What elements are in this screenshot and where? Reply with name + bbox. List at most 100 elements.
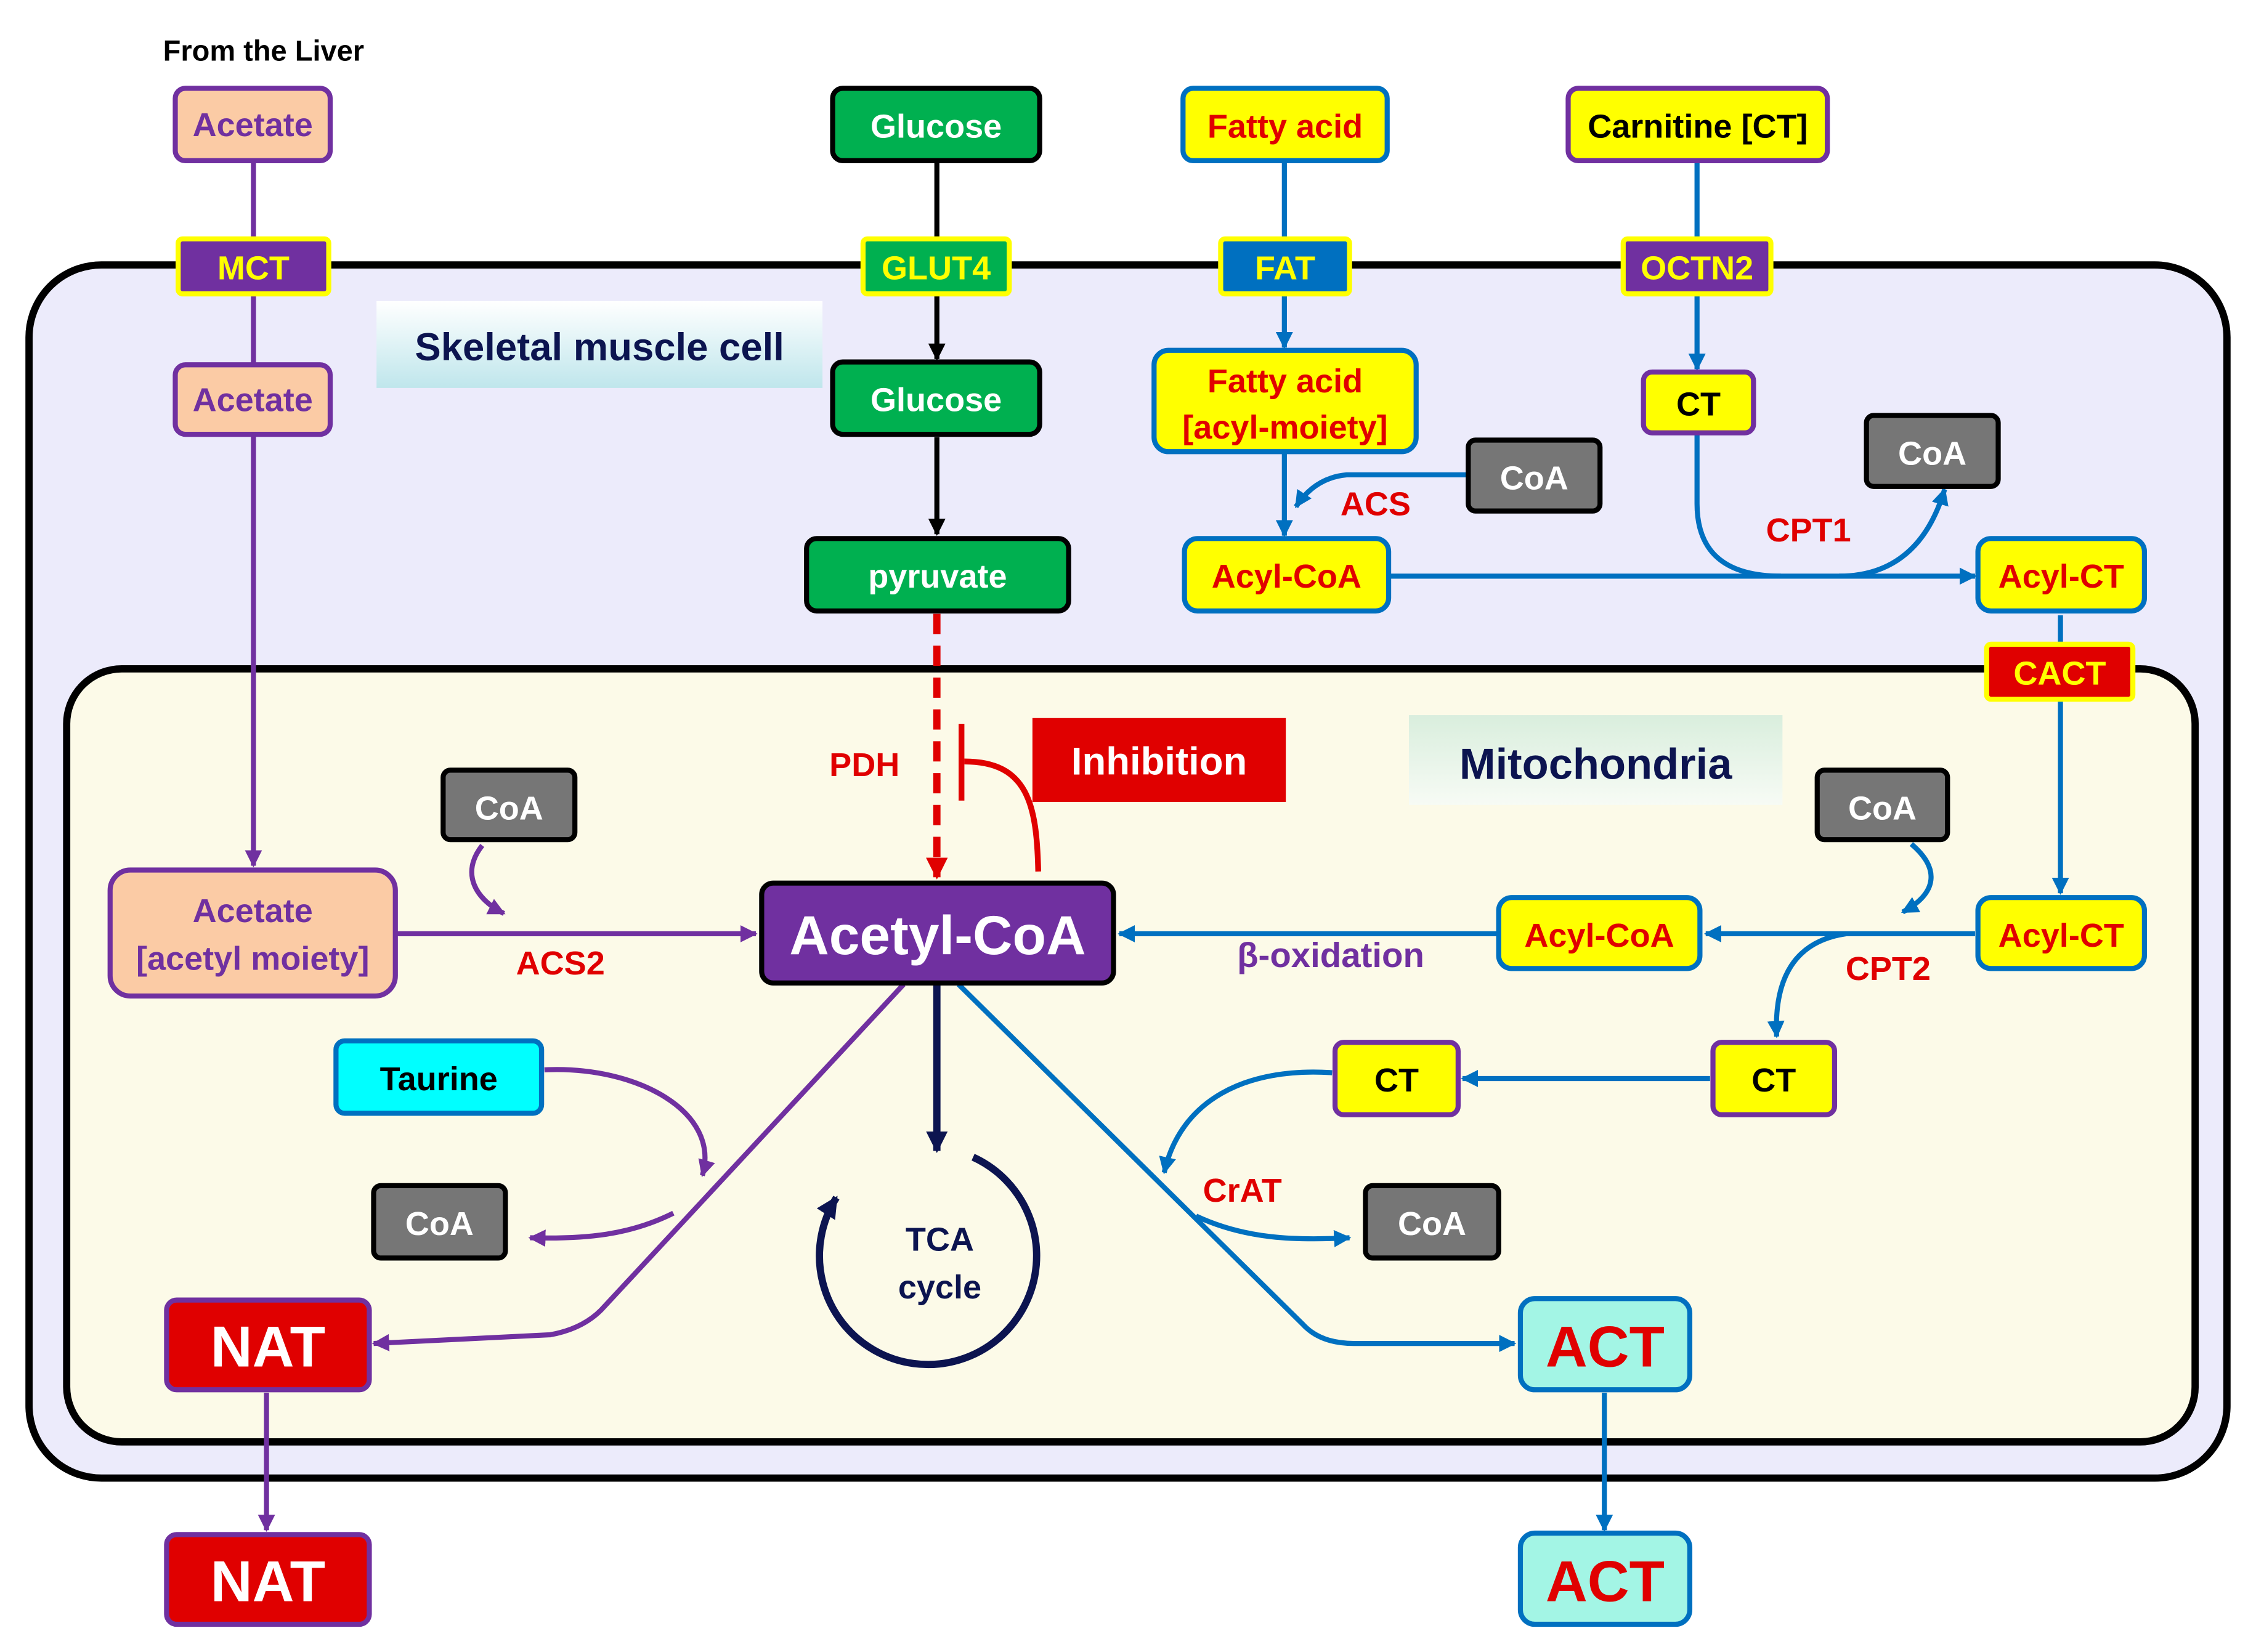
inhibition-node: Inhibition bbox=[1032, 718, 1286, 803]
fatty-acid-ext-label: Fatty acid bbox=[1207, 108, 1363, 145]
octn2-transporter: OCTN2 bbox=[1620, 236, 1774, 297]
coa-cpt1-label: CoA bbox=[1898, 435, 1966, 472]
pyruvate-node: pyruvate bbox=[804, 536, 1071, 613]
cell-label: Skeletal muscle cell bbox=[415, 326, 784, 369]
fatty-acid-cyto-node: Fatty acid [acyl-moiety] bbox=[1151, 347, 1419, 455]
acetate-ext-node: Acetate bbox=[172, 86, 333, 163]
acetate-mito-label-1: Acetate bbox=[193, 893, 313, 929]
cpt1-label: CPT1 bbox=[1766, 512, 1851, 549]
glucose-cyto-label: Glucose bbox=[870, 381, 1002, 418]
acetate-mito-label-2: [acetyl moiety] bbox=[136, 941, 369, 978]
ct-mito-left-node: CT bbox=[1332, 1040, 1461, 1117]
mitochondria-membrane bbox=[63, 665, 2199, 1446]
glut4-label: GLUT4 bbox=[882, 250, 991, 287]
edge-labels: ACS CPT1 PDH ACS2 β-oxidation CPT2 CrAT bbox=[516, 486, 1931, 1209]
octn2-label: OCTN2 bbox=[1641, 250, 1753, 287]
act-mito-label: ACT bbox=[1546, 1314, 1665, 1379]
from-liver-label: From the Liver bbox=[163, 34, 364, 67]
nat-mito-node: NAT bbox=[164, 1297, 372, 1393]
crat-label: CrAT bbox=[1203, 1172, 1282, 1209]
inhibition-curve bbox=[964, 758, 1041, 872]
acs-label: ACS bbox=[1341, 486, 1411, 523]
nat-out-node: NAT bbox=[164, 1532, 372, 1627]
glucose-cyto-node: Glucose bbox=[830, 359, 1042, 437]
act-out-node: ACT bbox=[1517, 1530, 1693, 1627]
ct-mito-right-node: CT bbox=[1710, 1040, 1838, 1117]
acetate-mito-node: Acetate [acetyl moiety] bbox=[107, 867, 398, 999]
nat-release-coa bbox=[528, 1210, 675, 1247]
cpt2-label: CPT2 bbox=[1846, 950, 1931, 987]
pyruvate-label: pyruvate bbox=[868, 558, 1007, 595]
nat-out-label: NAT bbox=[211, 1549, 325, 1613]
fat-label: FAT bbox=[1255, 250, 1315, 287]
glucose-ext-label: Glucose bbox=[870, 108, 1002, 145]
fatty-acid-cyto-label-2: [acyl-moiety] bbox=[1182, 409, 1387, 446]
acetate-cyto-node: Acetate bbox=[172, 362, 333, 437]
cact-label: CACT bbox=[2013, 655, 2106, 692]
acyl-ct-cyto-label: Acyl-CT bbox=[1998, 558, 2124, 595]
cact-transporter: CACT bbox=[1984, 641, 2136, 702]
ct-to-crat bbox=[1159, 1069, 1333, 1175]
carnitine-ext-label: Carnitine [CT] bbox=[1588, 108, 1808, 145]
coa-acs2-node: CoA bbox=[440, 767, 578, 843]
cpt1-release-coa bbox=[1838, 487, 1949, 579]
taurine-label: Taurine bbox=[380, 1061, 498, 1098]
nat-mito-label: NAT bbox=[211, 1314, 325, 1379]
cpt2-release-ct bbox=[1767, 931, 1847, 1039]
tca-cycle-circle bbox=[816, 1154, 1041, 1369]
coa-nat-label: CoA bbox=[405, 1205, 474, 1242]
inhibition-label: Inhibition bbox=[1071, 740, 1247, 783]
glucose-ext-node: Glucose bbox=[830, 86, 1042, 163]
coa-acs2-label: CoA bbox=[475, 790, 543, 827]
acetyl-coa-to-nat bbox=[371, 982, 906, 1351]
acetate-cyto-label: Acetate bbox=[193, 381, 313, 418]
fat-transporter: FAT bbox=[1218, 236, 1352, 297]
acetate-pathway bbox=[245, 162, 906, 1533]
coa-to-acs2 bbox=[469, 844, 506, 916]
acetate-ext-label: Acetate bbox=[193, 107, 313, 144]
tca-label-1: TCA bbox=[906, 1221, 974, 1258]
coa-acs-node: CoA bbox=[1466, 437, 1603, 514]
ct-mito-left-label: CT bbox=[1374, 1062, 1419, 1099]
acyl-ct-cyto-node: Acyl-CT bbox=[1975, 536, 2148, 613]
coa-nat-node: CoA bbox=[371, 1183, 508, 1261]
acs2-label: ACS2 bbox=[516, 945, 605, 982]
coa-acs-label: CoA bbox=[1500, 460, 1568, 496]
coa-to-cpt2 bbox=[1901, 842, 1934, 915]
coa-cpt1-node: CoA bbox=[1864, 413, 2001, 489]
act-mito-node: ACT bbox=[1517, 1296, 1693, 1393]
acetyl-coa-to-act bbox=[957, 982, 1517, 1353]
taurine-to-nat bbox=[544, 1067, 715, 1178]
fatty-acid-pathway bbox=[957, 162, 2069, 1533]
fatty-acid-ext-node: Fatty acid bbox=[1180, 86, 1390, 163]
glut4-transporter: GLUT4 bbox=[860, 236, 1012, 297]
act-out-label: ACT bbox=[1546, 1549, 1665, 1613]
taurine-node: Taurine bbox=[333, 1038, 545, 1116]
inhibition-connector bbox=[959, 724, 1041, 872]
ct-cyto-node: CT bbox=[1641, 369, 1756, 435]
beta-oxidation-label: β-oxidation bbox=[1237, 936, 1424, 974]
acyl-coa-mito-node: Acyl-CoA bbox=[1496, 895, 1703, 971]
coa-cpt2-label: CoA bbox=[1848, 790, 1917, 827]
acyl-ct-mito-node: Acyl-CT bbox=[1975, 895, 2148, 971]
acyl-coa-cyto-label: Acyl-CoA bbox=[1212, 558, 1361, 595]
mito-label: Mitochondria bbox=[1459, 739, 1732, 788]
coa-crat-label: CoA bbox=[1398, 1205, 1466, 1242]
mct-transporter: MCT bbox=[176, 236, 331, 297]
ct-cyto-label: CT bbox=[1676, 386, 1721, 423]
acetyl-coa-node: Acetyl-CoA bbox=[759, 880, 1116, 986]
pdh-label: PDH bbox=[829, 747, 899, 783]
ct-mito-right-label: CT bbox=[1751, 1062, 1796, 1099]
acetyl-coa-label: Acetyl-CoA bbox=[789, 904, 1085, 966]
tca-label-2: cycle bbox=[898, 1269, 981, 1306]
cell-label-bg bbox=[376, 301, 823, 388]
acyl-ct-mito-label: Acyl-CT bbox=[1998, 917, 2124, 954]
crat-release-coa bbox=[1195, 1213, 1352, 1247]
fatty-acid-cyto-label-1: Fatty acid bbox=[1207, 363, 1363, 400]
nodes: Acetate MCT Acetate Acetate [acetyl moie… bbox=[107, 86, 2148, 1627]
mito-label-bg bbox=[1408, 715, 1783, 805]
carnitine-ext-node: Carnitine [CT] bbox=[1565, 86, 1830, 163]
acyl-coa-mito-label: Acyl-CoA bbox=[1524, 917, 1674, 954]
